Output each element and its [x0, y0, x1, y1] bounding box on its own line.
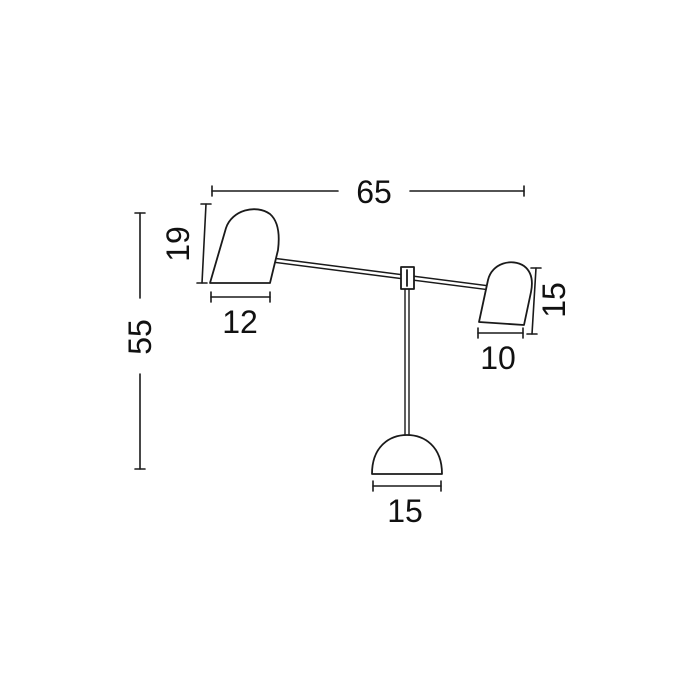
right-shade-width-label: 10: [480, 340, 516, 376]
lamp-drawing: [209, 208, 533, 475]
stem: [404, 282, 410, 439]
right-shade-height-label: 15: [536, 282, 572, 318]
left-shade: [209, 208, 280, 284]
dimension-lines: [134, 185, 542, 492]
right-shade: [478, 261, 533, 326]
left-shade-width-label: 12: [222, 304, 258, 340]
left-shade-height-label: 19: [160, 226, 196, 262]
arm: [271, 257, 491, 291]
base-width-label: 15: [387, 493, 423, 529]
total-height-label: 55: [122, 319, 158, 355]
base-dome: [371, 434, 443, 475]
total-width-label: 65: [356, 174, 392, 210]
dimension-labels: 65 55 19 12 15 10 15: [122, 174, 572, 529]
